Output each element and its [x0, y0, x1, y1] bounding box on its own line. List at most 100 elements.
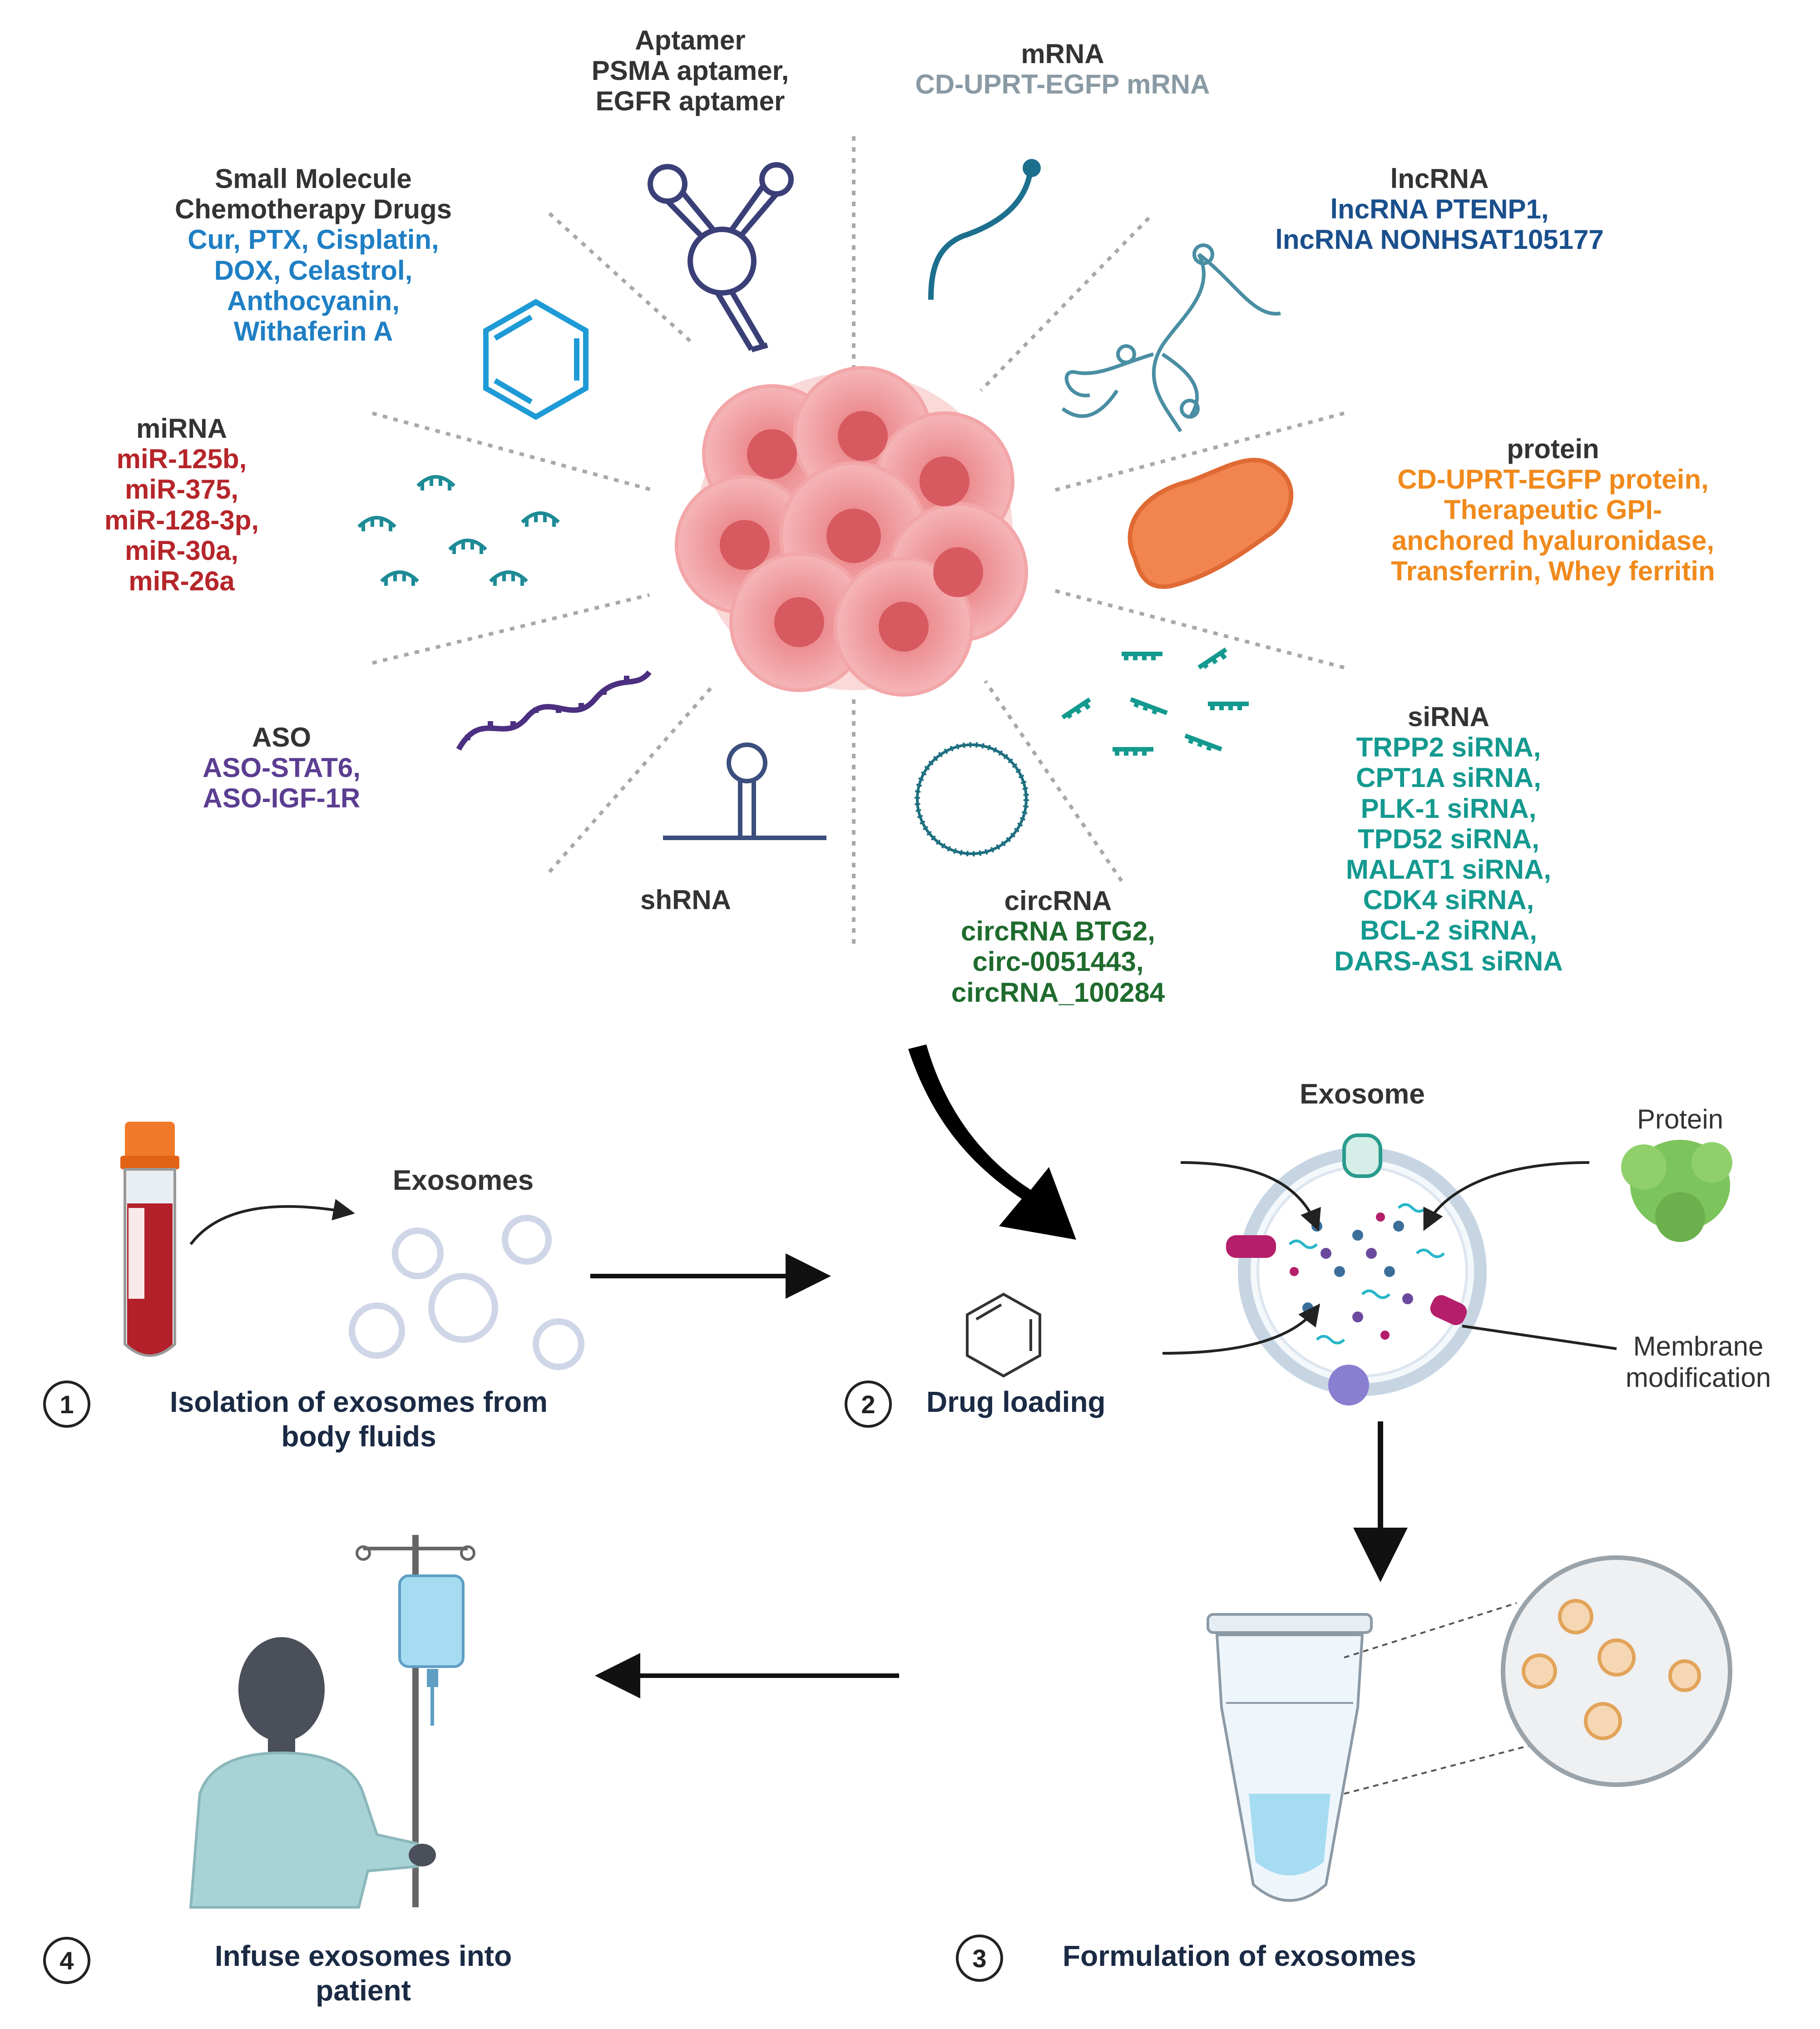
- mirna-item: miR-30a,: [124, 535, 239, 566]
- shrna-icon: [663, 742, 826, 840]
- aptamer-label: Aptamer PSMA aptamer, EGFR aptamer: [586, 25, 795, 117]
- protein-icon: [1128, 458, 1294, 589]
- sirna-item: TRPP2 siRNA,: [1356, 732, 1541, 763]
- circrna-label: circRNA circRNA BTG2, circ-0051443, circ…: [885, 886, 1231, 1008]
- blood-tube-icon: [120, 1122, 179, 1357]
- zoom-circle-icon: [1501, 1555, 1732, 1787]
- circrna-item: circ-0051443,: [972, 946, 1144, 977]
- circrna-item: circRNA BTG2,: [961, 916, 1155, 947]
- step-4-line-2: patient: [316, 1974, 411, 2007]
- protein-workflow-label: Protein: [1637, 1104, 1724, 1134]
- shrna-title: shRNA: [640, 885, 731, 915]
- aso-item: ASO-IGF-1R: [203, 783, 361, 814]
- exosome-label: Exosome: [1300, 1079, 1425, 1110]
- membrane-line-2: modification: [1625, 1362, 1771, 1393]
- mirna-item: miR-375,: [124, 474, 239, 505]
- membrane-pointer-line: [1462, 1325, 1617, 1350]
- membrane-line-1: Membrane: [1633, 1331, 1764, 1361]
- step-4-number: 4: [43, 1937, 90, 1984]
- step-1-line-2: body fluids: [281, 1420, 436, 1453]
- benzene-icon: [483, 299, 589, 420]
- tumor-icon: [675, 366, 1028, 697]
- green-protein-icon: [1621, 1140, 1732, 1242]
- mirna-icon: [357, 475, 560, 586]
- sirna-item: MALAT1 siRNA,: [1345, 854, 1552, 885]
- sirna-item: CDK4 siRNA,: [1363, 885, 1534, 916]
- tube-to-exosomes-arrow: [189, 1199, 355, 1245]
- small-molecule-label: Small Molecule Chemotherapy Drugs Cur, P…: [123, 163, 504, 346]
- radial-dividers: [371, 136, 1345, 949]
- mrna-icon: [928, 159, 1041, 300]
- step-2-number: 2: [845, 1381, 892, 1428]
- sirna-title: siRNA: [1407, 702, 1490, 732]
- step-3-line-1: Formulation of exosomes: [1063, 1940, 1416, 1972]
- small-molecule-title-1: Small Molecule: [215, 163, 412, 194]
- lncrna-label: lncRNA lncRNA PTENP1, lncRNA NONHSAT1051…: [1217, 163, 1662, 255]
- mirna-label: miRNA miR-125b, miR-375, miR-128-3p, miR…: [68, 413, 295, 596]
- eppendorf-tube-icon: [1207, 1613, 1373, 1902]
- protein-label: protein CD-UPRT-EGFP protein, Therapeuti…: [1335, 434, 1771, 586]
- step-3-text: Formulation of exosomes: [1063, 1939, 1562, 1974]
- step-4-text: Infuse exosomes into patient: [150, 1939, 577, 2008]
- sirna-label: siRNA TRPP2 siRNA, CPT1A siRNA, PLK-1 si…: [1271, 702, 1626, 976]
- mirna-title: miRNA: [136, 413, 227, 444]
- zoom-lines: [1344, 1602, 1572, 1795]
- drug-benzene-icon: [966, 1292, 1041, 1378]
- protein-item: CD-UPRT-EGFP protein,: [1397, 464, 1709, 495]
- exosomes-icon: [349, 1215, 584, 1370]
- protein-title: protein: [1507, 434, 1599, 464]
- mrna-title: mRNA: [1021, 39, 1104, 69]
- sirna-item: TPD52 siRNA,: [1357, 823, 1540, 854]
- arrow-into-exosome-2: [1423, 1161, 1590, 1231]
- lncrna-item: lncRNA NONHSAT105177: [1275, 224, 1604, 255]
- small-molecule-title-2: Chemotherapy Drugs: [174, 194, 452, 225]
- lncrna-item: lncRNA PTENP1,: [1330, 194, 1549, 225]
- step-2-text: Drug loading: [926, 1385, 1208, 1420]
- protein-item: anchored hyaluronidase,: [1391, 525, 1715, 556]
- mirna-item: miR-125b,: [116, 444, 247, 475]
- protein-item: Therapeutic GPI-: [1444, 495, 1662, 525]
- sirna-item: PLK-1 siRNA,: [1360, 793, 1537, 824]
- mrna-item: CD-UPRT-EGFP mRNA: [915, 69, 1210, 100]
- big-arrow: [908, 1044, 1076, 1240]
- circrna-title: circRNA: [1004, 886, 1112, 916]
- circrna-icon: [915, 742, 1029, 856]
- arrow-into-exosome-1: [1180, 1161, 1321, 1232]
- aptamer-icon: [648, 162, 794, 352]
- aso-item: ASO-STAT6,: [203, 752, 361, 783]
- protein-item: Transferrin, Whey ferritin: [1391, 555, 1715, 586]
- small-molecule-item: Cur, PTX, Cisplatin,: [188, 224, 439, 255]
- sirna-item: DARS-AS1 siRNA: [1334, 945, 1563, 976]
- aso-label: ASO ASO-STAT6, ASO-IGF-1R: [168, 722, 395, 814]
- step-4-line-1: Infuse exosomes into: [214, 1940, 512, 1972]
- small-molecule-item: DOX, Celastrol,: [214, 255, 413, 286]
- sirna-item: BCL-2 siRNA,: [1360, 915, 1538, 946]
- step-2-line-1: Drug loading: [926, 1386, 1106, 1418]
- step-1-number: 1: [43, 1381, 90, 1428]
- small-molecule-item: Withaferin A: [233, 316, 393, 346]
- mirna-item: miR-128-3p,: [104, 505, 259, 535]
- circrna-item: circRNA_100284: [951, 977, 1165, 1008]
- aptamer-item: EGFR aptamer: [595, 86, 785, 117]
- shrna-label: shRNA: [590, 885, 781, 915]
- lncrna-icon: [1061, 243, 1281, 433]
- step-1-line-1: Isolation of exosomes from: [169, 1386, 548, 1418]
- arrow-into-exosome-3: [1162, 1303, 1320, 1355]
- small-molecule-item: Anthocyanin,: [227, 285, 400, 316]
- sirna-item: CPT1A siRNA,: [1356, 762, 1541, 793]
- exosomes-label: Exosomes: [392, 1165, 534, 1196]
- patient-icon: [189, 1637, 436, 1909]
- membrane-modification-label: Membrane modification: [1589, 1331, 1807, 1393]
- sirna-icon: [1061, 647, 1249, 756]
- aptamer-title: Aptamer: [635, 25, 746, 55]
- aso-icon: [456, 670, 652, 751]
- step-1-text: Isolation of exosomes from body fluids: [118, 1385, 599, 1454]
- mirna-item: miR-26a: [129, 565, 235, 596]
- lncrna-title: lncRNA: [1390, 163, 1489, 194]
- step-3-number: 3: [956, 1935, 1003, 1982]
- mrna-label: mRNA CD-UPRT-EGFP mRNA: [863, 39, 1262, 99]
- aso-title: ASO: [252, 722, 312, 752]
- aptamer-item: PSMA aptamer,: [591, 55, 789, 86]
